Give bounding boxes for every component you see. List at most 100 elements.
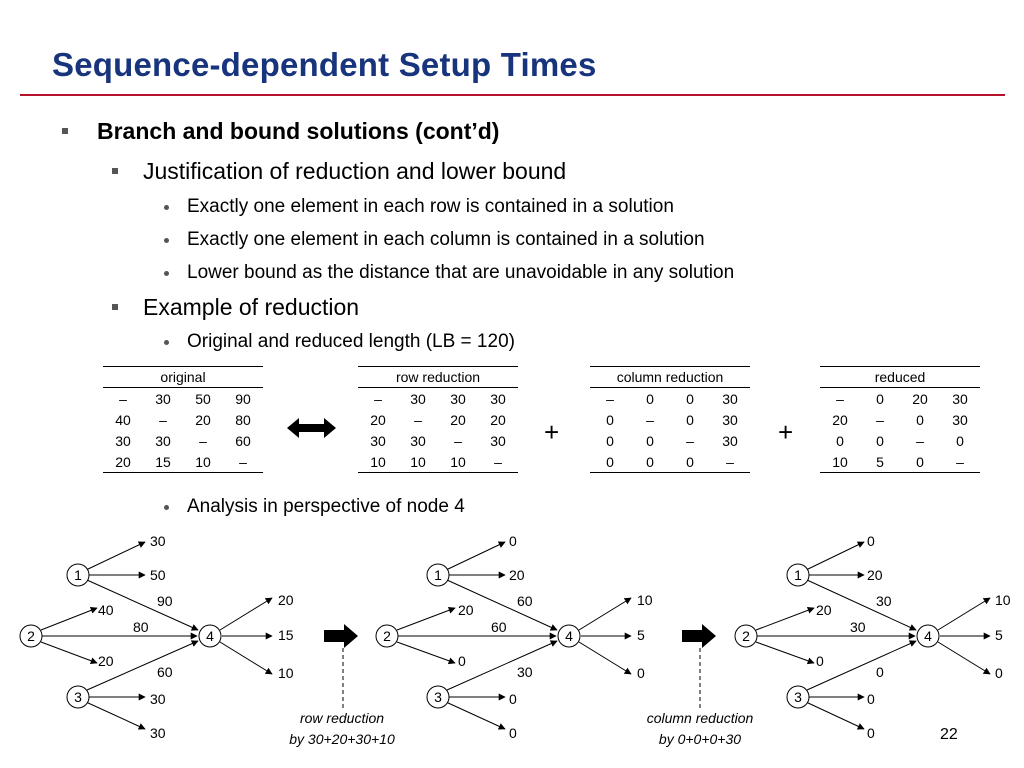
edge-label: 0 [867, 725, 875, 741]
node-label: 3 [74, 689, 82, 705]
edge-label: 30 [150, 691, 166, 707]
page-number: 22 [940, 726, 958, 743]
edge-label: 10 [995, 592, 1011, 608]
edge-label: 0 [816, 653, 824, 669]
matrix-cell: 20 [912, 390, 928, 407]
matrix-cell: 10 [398, 451, 438, 473]
matrix-cell: 60 [235, 432, 251, 449]
matrix-cell: – [836, 390, 844, 407]
edge-label: 0 [867, 533, 875, 549]
matrix-cell: 30 [490, 432, 506, 449]
matrix-cell: 80 [235, 411, 251, 428]
matrix-cell: – [916, 432, 924, 449]
dot-bullet-icon [164, 271, 169, 276]
bullet-level3: Exactly one element in each column is co… [187, 229, 705, 250]
matrix-cell: – [119, 390, 127, 407]
edge-label: 10 [278, 665, 294, 681]
matrix-cell: 30 [490, 390, 506, 407]
matrix-cell: 0 [646, 390, 654, 407]
matrix-cell: 20 [490, 411, 506, 428]
matrix-cell: 90 [235, 390, 251, 407]
column-reduction-caption-detail: by 0+0+0+30 [659, 731, 741, 747]
matrix-header: column reduction [590, 366, 750, 388]
node-label: 4 [565, 628, 573, 644]
matrix-cell: 30 [722, 432, 738, 449]
matrix-cell: 15 [143, 451, 183, 473]
right-arrow-icon [682, 624, 716, 648]
bullet-level3: Exactly one element in each row is conta… [187, 196, 674, 217]
edge-label: 20 [509, 567, 525, 583]
edge-label: 0 [458, 653, 466, 669]
matrix-cell: – [159, 411, 167, 428]
edge-label: 5 [995, 627, 1003, 643]
matrix-cell: 20 [370, 411, 386, 428]
edge-label: 60 [157, 664, 173, 680]
matrix-cell: 0 [670, 451, 710, 473]
row-reduction-caption-detail: by 30+20+30+10 [289, 731, 395, 747]
graph-column-reduction [755, 541, 991, 730]
graph-node [786, 563, 810, 587]
edge-label: 90 [157, 593, 173, 609]
edge-label: 20 [458, 602, 474, 618]
column-reduction-caption: column reduction [647, 710, 754, 726]
square-bullet-icon [62, 128, 68, 134]
matrix-cell: 0 [686, 390, 694, 407]
matrix-cell: – [876, 411, 884, 428]
edge-label: 60 [491, 619, 507, 635]
matrix-cell: 30 [155, 390, 171, 407]
edge-label: 20 [278, 592, 294, 608]
matrix-cell: – [199, 432, 207, 449]
plus-operator: + [778, 417, 794, 447]
edge-label: 0 [867, 691, 875, 707]
node-label: 4 [206, 628, 214, 644]
matrix-cell: 0 [956, 432, 964, 449]
dot-bullet-icon [164, 505, 169, 510]
bullet-level3: Lower bound as the distance that are una… [187, 262, 735, 283]
matrix-cell: 30 [155, 432, 171, 449]
matrix-cell: 0 [630, 451, 670, 473]
bullet-level3: Original and reduced length (LB = 120) [187, 331, 515, 352]
title-divider [20, 94, 1005, 96]
node-label: 3 [794, 689, 802, 705]
edge-label: 10 [637, 592, 653, 608]
edge-label: 30 [850, 619, 866, 635]
dot-bullet-icon [164, 205, 169, 210]
edge-label: 5 [637, 627, 645, 643]
matrix-cell: – [223, 451, 263, 473]
edge-label: 20 [98, 653, 114, 669]
matrix-cell: – [606, 390, 614, 407]
edge-label: 30 [150, 533, 166, 549]
matrix-cell: 0 [646, 432, 654, 449]
matrix-cell: 30 [722, 390, 738, 407]
bullet-level2: Example of reduction [143, 294, 360, 320]
matrix-header: reduced [820, 366, 980, 388]
right-arrow-icon [324, 624, 358, 648]
matrix-cell: 30 [410, 432, 426, 449]
bullet-level1: Branch and bound solutions (cont’d) [97, 118, 500, 144]
matrix-cell: 20 [450, 411, 466, 428]
edge-label: 0 [876, 664, 884, 680]
matrix-cell: 50 [195, 390, 211, 407]
edge-label: 50 [150, 567, 166, 583]
graph-original [40, 541, 273, 730]
edge-label: 0 [509, 725, 517, 741]
matrix-header: row reduction [358, 366, 518, 388]
matrix-cell: 10 [820, 451, 860, 473]
matrix-cell: – [478, 451, 518, 473]
bullet-level3: Analysis in perspective of node 4 [187, 496, 465, 517]
edge-label: 0 [509, 533, 517, 549]
matrix-cell: 0 [876, 390, 884, 407]
plus-operator: + [544, 417, 560, 447]
bullet-level2: Justification of reduction and lower bou… [143, 158, 567, 184]
matrix-cell: 30 [952, 411, 968, 428]
square-bullet-icon [112, 304, 118, 310]
matrix-cell: 0 [686, 411, 694, 428]
dot-bullet-icon [164, 340, 169, 345]
node-label: 2 [742, 628, 750, 644]
matrix-cell: – [686, 432, 694, 449]
node-label: 1 [794, 567, 802, 583]
